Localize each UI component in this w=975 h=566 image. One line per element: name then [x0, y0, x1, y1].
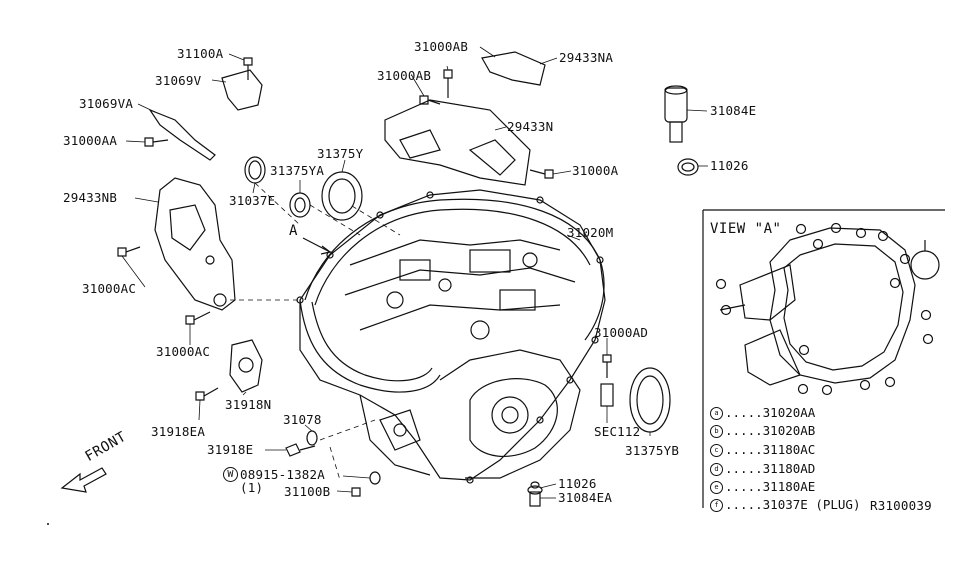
legend-symbol: c	[710, 444, 723, 457]
legend-text: 31180AE	[762, 479, 816, 494]
legend-row: b.....31020AB	[710, 423, 815, 438]
part-label: 31069VA	[79, 96, 134, 111]
part-label: 31100B	[284, 484, 331, 499]
cover-29433n-drawing	[384, 99, 531, 186]
legend-row: a.....31020AA	[710, 405, 815, 420]
part-label: 31084EA	[558, 490, 613, 505]
legend-row: f.....31037E (PLUG)	[710, 497, 860, 512]
legend-symbol: f	[710, 499, 723, 512]
part-label: 29433NA	[559, 50, 614, 65]
bracket-31069va-drawing	[148, 108, 216, 161]
view-a-arrow	[302, 237, 331, 255]
part-label: 31037E	[229, 193, 276, 208]
part-label: 31000AB	[377, 68, 432, 83]
part-label: 31000AA	[63, 133, 118, 148]
legend-leader: .....	[725, 423, 763, 438]
part-label: 31000AC	[156, 344, 211, 359]
cover-29433nb-drawing	[154, 177, 236, 311]
part-label: 31078	[283, 412, 322, 427]
legend-row: e.....31180AE	[710, 479, 815, 494]
part-label: 11026	[558, 476, 597, 491]
part-label: 29433NB	[63, 190, 118, 205]
dipstick-31084e-drawing	[664, 85, 699, 176]
part-label: 31375Y	[317, 146, 364, 161]
view-a-inset	[702, 209, 945, 508]
part-label: 31918EA	[151, 424, 206, 439]
part-label: 31918N	[225, 397, 272, 412]
part-label: 31069V	[155, 73, 202, 88]
dashed-guides	[230, 182, 401, 481]
part-label: SEC112	[594, 424, 641, 439]
front-arrow	[60, 467, 107, 493]
left-bolts-drawing	[117, 57, 253, 401]
legend-leader: .....	[725, 479, 763, 494]
legend-leader: .....	[725, 405, 763, 420]
legend-leader: .....	[725, 497, 763, 512]
ref-code: R3100039	[870, 498, 932, 513]
legend-text: 31180AD	[762, 461, 816, 476]
switch-31918n-drawing	[229, 339, 263, 393]
part-label: 31918E	[207, 442, 254, 457]
part-label: 31375YB	[625, 443, 680, 458]
part-label: 11026	[710, 158, 749, 173]
part-label: 31084E	[710, 103, 757, 118]
legend-symbol: e	[710, 481, 723, 494]
legend-symbol: a	[710, 407, 723, 420]
legend-symbol: d	[710, 463, 723, 476]
view-a-marker: A	[289, 223, 298, 239]
part-label: 31000AB	[414, 39, 469, 54]
legend-symbol: b	[710, 425, 723, 438]
plug-31084ea-drawing	[527, 481, 543, 507]
legend-row: c.....31180AC	[710, 442, 815, 457]
cover-29433na-drawing	[481, 51, 546, 86]
legend-leader: .....	[725, 461, 763, 476]
part-label: 08915-1382A	[240, 467, 325, 482]
bracket-31069v-drawing	[221, 69, 263, 111]
bolt-31000ad-drawing	[600, 354, 614, 407]
part-label: 31000A	[572, 163, 619, 178]
legend-text: 31020AA	[762, 405, 816, 420]
part-label: 31100A	[177, 46, 224, 61]
legend-text: 31020AB	[762, 423, 816, 438]
legend-text: 31180AC	[762, 442, 816, 457]
part-label: 29433N	[507, 119, 554, 134]
part-label: (1)	[240, 480, 264, 495]
legend-row: d.....31180AD	[710, 461, 815, 476]
seals-drawing	[244, 156, 671, 433]
transaxle-case-drawing	[296, 189, 606, 484]
view-a-title: VIEW "A"	[710, 221, 782, 237]
washer-symbol: W	[223, 467, 238, 482]
part-label: 31020M	[567, 225, 614, 240]
part-label: 31000AC	[82, 281, 137, 296]
part-label: 31375YA	[270, 163, 325, 178]
part-label: 31000AD	[594, 325, 649, 340]
leader-lines	[121, 46, 708, 499]
legend-leader: .....	[725, 442, 763, 457]
legend-text: 31037E (PLUG)	[762, 497, 861, 512]
top-bolts-drawing	[419, 69, 554, 179]
